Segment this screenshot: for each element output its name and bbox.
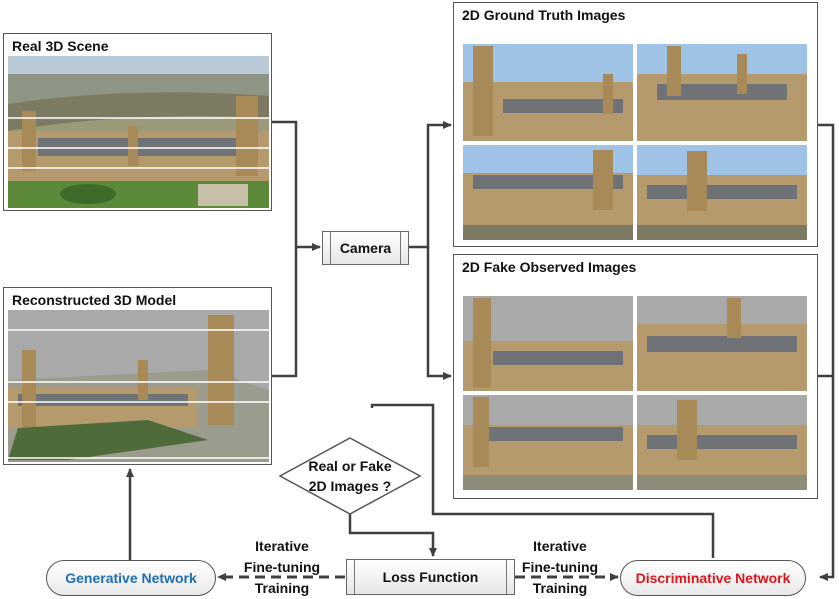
left-edge-label-line-2: Fine-tuning [243,559,321,575]
reconstructed-3d-model-title: Reconstructed 3D Model [12,292,177,308]
right-edge-label: Iterative Fine-tuning Training [510,536,610,599]
fake-observed-image-1 [463,296,633,391]
decision-diamond [278,437,422,515]
ground-truth-images-title: 2D Ground Truth Images [462,7,626,23]
left-edge-label-line-3: Training [254,580,310,596]
loss-function-box: Loss Function [346,559,515,595]
decision-line-1: Real or Fake [308,458,392,474]
camera-label: Camera [339,240,392,256]
decision-line-2: 2D Images ? [308,478,392,494]
right-edge-label-line-1: Iterative [533,538,587,554]
loss-function-label: Loss Function [382,569,479,585]
right-edge-label-line-3: Training [532,580,588,596]
loss-box-left-edge [347,560,355,594]
camera-box: Camera [322,231,409,265]
ground-truth-image-3 [463,145,633,240]
decision-label: Real or Fake 2D Images ? [290,456,410,496]
fake-observed-image-3 [463,395,633,490]
discriminative-network-node: Discriminative Network [620,560,806,596]
real-3d-scene-title: Real 3D Scene [12,38,109,54]
generative-network-label: Generative Network [65,570,197,586]
camera-box-left-edge [323,232,331,264]
reconstructed-3d-model-image [8,310,269,462]
real-3d-scene-panel: Real 3D Scene [3,33,272,211]
ground-truth-image-1 [463,44,633,141]
camera-box-right-edge [400,232,408,264]
left-edge-label: Iterative Fine-tuning Training [232,536,332,599]
reconstructed-3d-model-panel: Reconstructed 3D Model [3,287,272,465]
right-edge-label-line-2: Fine-tuning [521,559,599,575]
ground-truth-image-4 [637,145,807,240]
fake-observed-image-4 [637,395,807,490]
loss-box-right-edge [506,560,514,594]
left-edge-label-line-1: Iterative [255,538,309,554]
real-3d-scene-image [8,56,269,208]
fake-observed-image-2 [637,296,807,391]
fake-observed-images-panel: 2D Fake Observed Images [453,254,818,499]
generative-network-node: Generative Network [46,560,216,596]
discriminative-network-label: Discriminative Network [635,570,791,586]
fake-observed-images-title: 2D Fake Observed Images [462,259,637,275]
ground-truth-images-panel: 2D Ground Truth Images [453,2,818,247]
ground-truth-image-2 [637,44,807,141]
